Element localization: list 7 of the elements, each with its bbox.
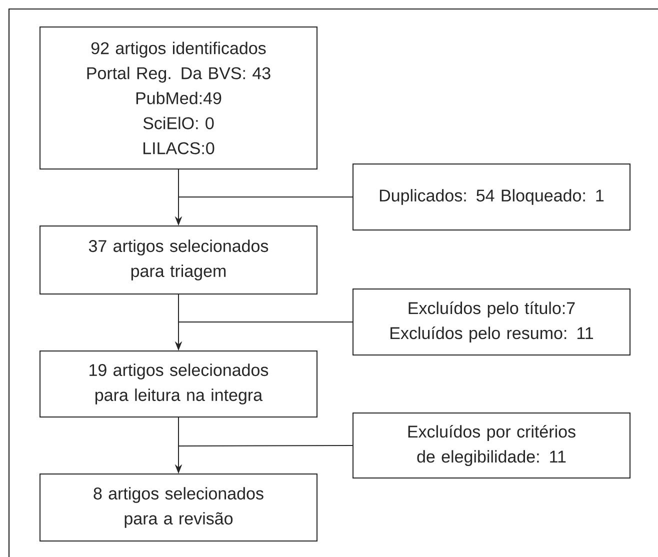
process-box: Excluídos pelo título:7 Excluídos pelo resumo: 11: [352, 288, 630, 356]
process-box: 19 artigos selecionados para leitura na integra: [40, 350, 318, 418]
process-box: 37 artigos selecionados para triagem: [40, 226, 318, 294]
process-box: Excluídos por critérios de elegibilidade: 11: [352, 412, 630, 478]
process-box: 8 artigos selecionados para a revisão: [40, 474, 318, 542]
process-box: 92 artigos identificados Portal Reg. Da BVS: 43 PubMed:49 SciElO: 0 LILACS:0: [40, 26, 318, 170]
process-box: Duplicados: 54 Bloqueado: 1: [352, 164, 630, 230]
